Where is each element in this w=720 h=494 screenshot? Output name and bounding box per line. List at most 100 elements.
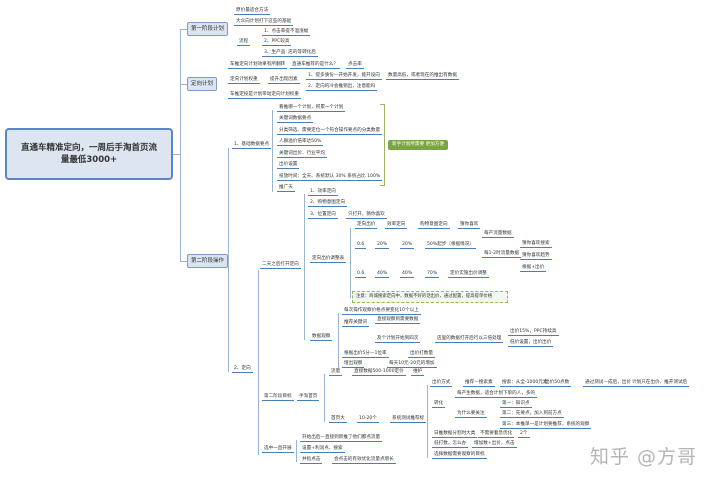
topic-node[interactable]: 40% [400, 271, 415, 278]
topic-node[interactable]: 关键词出价、行业平均 [277, 151, 327, 158]
topic-node[interactable]: 20% [400, 242, 415, 249]
topic-node[interactable]: 70% [425, 271, 440, 278]
branch-stage-one-plan[interactable]: 第一阶段计划 [187, 22, 229, 36]
topic-node[interactable]: 不需要着急优化 [478, 431, 515, 438]
topic-node[interactable]: 1、效率定向 [308, 189, 338, 196]
topic-node[interactable]: 并指点击 [300, 457, 323, 464]
topic-node[interactable]: 选择数据需要观察的目标 [432, 452, 487, 459]
summary-label[interactable]: 新手计划所需要 更加方便 [388, 140, 448, 150]
topic-node[interactable]: 效率定向 [385, 222, 408, 229]
topic-node[interactable]: 流程 [237, 39, 251, 46]
topic-node[interactable]: 关键词数据要点 [277, 116, 314, 123]
topic-node[interactable]: 定向出价 [355, 222, 378, 229]
topic-node[interactable]: 购物意图定向 [418, 222, 450, 229]
topic-node[interactable]: 维护 [411, 369, 425, 376]
topic-node[interactable]: 每1-2时流量数据 [482, 251, 522, 258]
topic-node[interactable]: 分类筛选、需要定位一个符合操作要点的分类数量 [277, 128, 383, 135]
topic-node[interactable]: 猜你喜欢 [458, 222, 481, 229]
topic-node[interactable]: 20% [375, 242, 390, 249]
topic-node[interactable]: 2、定向 [232, 366, 253, 373]
connector [304, 194, 305, 340]
topic-node[interactable]: 只打开，猜你喜欢 [346, 212, 387, 219]
topic-node[interactable]: 车推定向计划效果有所翻转 [228, 62, 288, 69]
topic-node[interactable]: 根据出价5分—1位率 [342, 351, 389, 358]
root-topic[interactable]: 直通车精准定向，一周后手淘首页流量最低3000+ [5, 128, 173, 180]
topic-node[interactable]: 定价实施出价调整 [448, 271, 489, 278]
topic-node[interactable]: 数据观察 [310, 334, 333, 341]
topic-node[interactable]: 出价设置 [277, 162, 300, 169]
topic-node[interactable]: 出价15%，PPC持续高 [508, 329, 559, 336]
topic-node[interactable]: 开始出后—直接到新推了他们都点流量 [300, 435, 383, 442]
topic-node[interactable]: 定向计划权重 [228, 77, 260, 84]
topic-node[interactable]: 1、基础数据要点 [232, 142, 272, 149]
topic-node[interactable]: 定向出价调整表 [310, 256, 347, 263]
topic-node[interactable]: 二天之后打开定向 [260, 262, 301, 269]
topic-node[interactable]: 大众向计划打下这些的基础 [234, 19, 294, 26]
topic-node[interactable]: 及个计划开始到四次 [375, 336, 421, 343]
topic-node[interactable]: 每产生数据，适合计划下单的人，多的 [455, 391, 538, 398]
topic-node[interactable]: 每产流量数据 [482, 231, 514, 238]
topic-node[interactable]: 直通车推荐的是什么？ [290, 62, 340, 69]
topic-node[interactable]: 低打数，怎么办 [432, 441, 469, 448]
topic-node[interactable]: 计划只在出价、推开测试后 [630, 380, 690, 387]
topic-node[interactable]: 40% [375, 271, 390, 278]
topic-node[interactable]: 选中一直开展 [262, 446, 294, 453]
topic-node[interactable]: 推荐—搜索素 [463, 380, 495, 387]
topic-node[interactable]: 推广天 [277, 185, 295, 192]
topic-node[interactable]: 车推定投是计划带动定向计划权重 [228, 92, 301, 99]
topic-node[interactable]: 低价设置，出价出价 [508, 340, 554, 347]
topic-node[interactable]: 2、PPC较高 [262, 39, 292, 46]
topic-node[interactable]: 出价方式 [430, 380, 453, 387]
topic-node[interactable]: 为什么要关注 [455, 411, 487, 418]
topic-node[interactable]: 0.6 [355, 242, 367, 249]
topic-node[interactable]: 2、购物意图定向 [308, 200, 348, 207]
topic-node[interactable]: 直接数据500-1000定价 [352, 369, 406, 376]
topic-node[interactable]: 出价打数量 [408, 351, 435, 358]
topic-node[interactable]: 转化 [432, 401, 446, 408]
topic-node[interactable]: 3、生产品: 店的等转化后 [262, 50, 318, 57]
topic-node[interactable]: 2个 [518, 431, 530, 438]
branch-targeting-plan[interactable]: 定向计划 [187, 77, 218, 91]
topic-node[interactable]: 手淘首页 [297, 394, 320, 401]
topic-node[interactable]: 数量高低，或者现在的推出有数据 [386, 73, 459, 80]
root-topic-text: 直通车精准定向，一周后手淘首页流量最低3000+ [20, 143, 157, 165]
topic-node[interactable]: 出价50点数 [543, 380, 572, 387]
topic-node[interactable]: 第一：知识点 [500, 401, 532, 408]
topic-node[interactable]: 增加数+出价，点击 [472, 441, 517, 448]
topic-node[interactable]: 50%起步（根据情况） [425, 242, 476, 249]
topic-node[interactable]: 流量 [329, 369, 343, 376]
topic-node[interactable]: 第二：先要点，加入到前方点 [500, 411, 564, 418]
topic-node[interactable]: 系统测试推荐标 [390, 416, 427, 423]
topic-node[interactable]: 每天10元-20元的增加 [387, 361, 437, 368]
topic-node[interactable]: 设置+利润点、搜索 [300, 446, 345, 453]
topic-node[interactable]: 猜你喜欢趋势 [520, 253, 552, 260]
topic-node[interactable]: 第二阶段目标 [262, 394, 294, 401]
topic-node[interactable]: 通过测试—成后，出价 [583, 380, 633, 387]
topic-node[interactable]: 搜索：从全-1000元素 [500, 380, 550, 387]
topic-node[interactable]: 人群溢价倍率达50% [277, 139, 324, 146]
topic-node[interactable]: 10-20个 [357, 416, 379, 423]
topic-node[interactable]: 每次操作观察价格点要变化10个以上 [342, 308, 421, 315]
topic-node[interactable]: 点击率 [346, 62, 364, 69]
topic-node[interactable]: 日推数据分割时大类 [432, 431, 478, 438]
branch-stage-two-ops[interactable]: 第二阶段操作 [187, 254, 229, 268]
topic-node[interactable]: 投放时间：全天、系统默认 30% 系统占比 100% [277, 174, 383, 181]
topic-node[interactable]: 首页大 [329, 416, 347, 423]
topic-node[interactable]: 3、位置定向 [308, 212, 338, 219]
topic-node[interactable]: 1、提多质份—开始开发，能开设向 [306, 73, 382, 80]
topic-node[interactable]: 提升出现因素 [268, 77, 300, 84]
topic-node[interactable]: 会点击的有效优化流量点增长 [332, 457, 396, 464]
topic-node[interactable]: 根据+出价 [520, 265, 547, 272]
topic-node[interactable]: 直接观察到需要数据 [375, 317, 421, 324]
topic-node[interactable]: 推荐关键词 [342, 320, 369, 327]
topic-node[interactable]: 猜你喜欢搜索 [520, 241, 552, 248]
topic-node[interactable]: 0.6 [355, 271, 367, 278]
topic-node[interactable]: 看推哪一个计划，积累一个计划 [277, 105, 346, 112]
topic-node[interactable]: 店里的数据打开后行以三倍处理 [435, 336, 504, 343]
topic-node[interactable]: 第三：本推单一是计划要推荐，系统的观察 [500, 422, 592, 429]
topic-node[interactable]: 2、定向的冷会推销出，注意能吗 [306, 84, 378, 91]
note-box[interactable]: 注意：商城搜索定向中，数据不好的话出价，通过配置，提高提单价格 [352, 291, 508, 303]
topic-node[interactable]: 1、点击率提不温涨幅 [262, 29, 311, 36]
topic-node[interactable]: 增出观察 [342, 361, 365, 368]
topic-node[interactable]: 原价最适合方法 [234, 8, 271, 15]
